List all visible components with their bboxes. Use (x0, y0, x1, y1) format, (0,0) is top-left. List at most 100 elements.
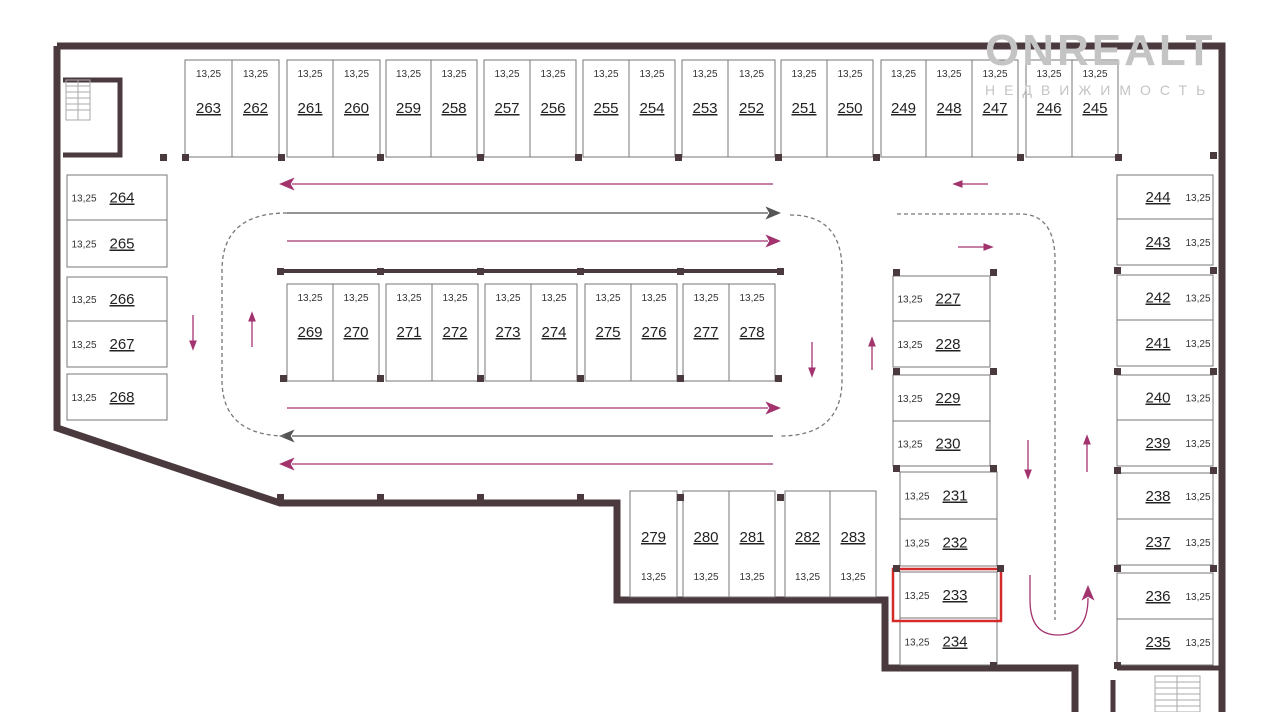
spot-area: 13,25 (641, 293, 666, 304)
spot-number: 242 (1145, 290, 1170, 307)
spot-number: 260 (344, 100, 369, 117)
spot-outline (899, 617, 998, 666)
parking-spot-242[interactable]: 13,25 242 (1116, 274, 1214, 321)
spot-outline (892, 275, 991, 322)
spot-number: 234 (942, 634, 967, 651)
spot-outline (1025, 59, 1073, 158)
spot-area: 13,25 (396, 293, 421, 304)
spot-number: 261 (297, 100, 322, 117)
spot-area: 13,25 (739, 572, 764, 583)
spot-number: 270 (343, 324, 368, 341)
spot-area: 13,25 (1185, 294, 1210, 305)
spot-outline (66, 320, 168, 368)
spot-area: 13,25 (791, 69, 816, 80)
spot-outline (892, 420, 991, 467)
spot-outline (184, 59, 233, 158)
spot-outline (628, 59, 676, 158)
spot-area: 13,25 (396, 69, 421, 80)
spot-outline (385, 59, 432, 158)
spot-number: 263 (196, 100, 221, 117)
spot-outline (286, 283, 334, 382)
spot-number: 281 (739, 529, 764, 546)
traffic-arrows (189, 177, 1095, 636)
spot-area: 13,25 (71, 295, 96, 306)
spot-outline (1071, 59, 1119, 158)
spot-number: 282 (795, 529, 820, 546)
spot-area: 13,25 (442, 293, 467, 304)
parking-spot-251[interactable]: 13,25 251 (780, 59, 828, 158)
spot-number: 278 (739, 324, 764, 341)
spot-number: 243 (1145, 234, 1170, 251)
spot-number: 237 (1145, 534, 1170, 551)
selected-spot-highlight (891, 567, 1003, 623)
spot-area: 13,25 (1185, 638, 1210, 649)
spot-area: 13,25 (1185, 538, 1210, 549)
parking-spot-281[interactable]: 13,25 281 (728, 490, 776, 598)
spot-outline (682, 490, 730, 598)
spot-number: 251 (791, 100, 816, 117)
spot-number: 253 (692, 100, 717, 117)
spot-number: 264 (109, 190, 134, 207)
spot-number: 241 (1145, 335, 1170, 352)
spot-number: 279 (641, 529, 666, 546)
spot-area: 13,25 (891, 69, 916, 80)
spot-number: 256 (540, 100, 565, 117)
spot-outline (66, 174, 168, 221)
parking-spot-237[interactable]: 13,25 237 (1116, 518, 1214, 566)
spot-outline (66, 373, 168, 421)
